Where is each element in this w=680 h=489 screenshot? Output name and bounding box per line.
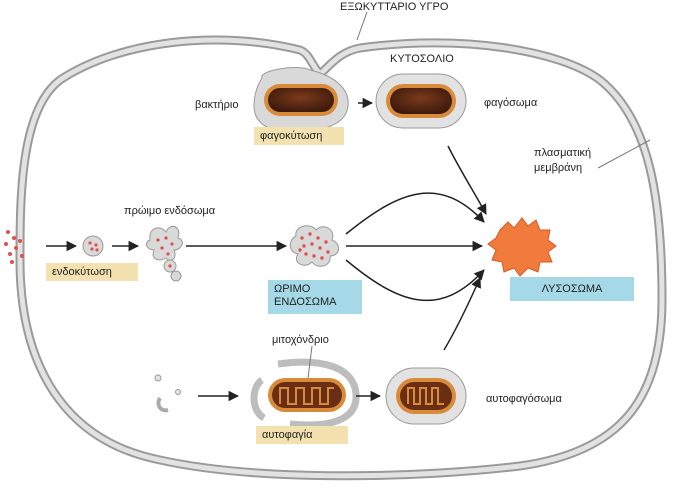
label-extracellular: ΕΞΩΚΥΤΤΑΡΙΟ ΥΓΡΟ [340,1,449,13]
mature-endosome-line2: ΕΝΔΟΣΩΜΑ [274,296,337,308]
mature-endosome [289,225,339,267]
cell-membrane-inner [17,37,665,479]
phagocytosis-vesicle [253,67,349,133]
label-early-endosome: πρώιμο ενδόσωμα [124,205,216,217]
arrow-curve-top [345,192,485,235]
label-plasma-membrane-1: πλασματική [534,147,591,159]
early-endosome [146,225,183,282]
endocytosis-particles [4,230,24,264]
plasma-membrane-pointer [597,139,651,169]
box-autophagy: αυτοφαγία [256,426,348,444]
box-phagocytosis: φαγοκύτωση [254,127,344,145]
label-phagosome: φαγόσωμα [484,97,538,109]
arrow-autophagosome-lysosome [443,277,481,351]
label-bacterium: βακτήριο [195,99,238,111]
mature-endosome-line1: ΩΡΙΜΟ [274,283,311,295]
arrow-phagosome-lysosome [447,145,487,215]
label-autophagosome: αυτοφαγόσωμα [486,393,563,405]
box-endocytosis: ενδοκύτωση [46,263,138,281]
membrane-fragments [154,374,181,413]
endocytic-vesicle [82,235,104,257]
extracellular-pointer [356,11,368,41]
label-cytosol: ΚΥΤΟΣΟΛΙΟ [390,53,454,65]
label-plasma-membrane-2: μεμβράνη [534,162,582,174]
lysosome [487,217,557,277]
label-mitochondrion: μιτοχόνδριο [272,334,329,346]
forming-autophagosome [250,358,360,429]
box-lysosome: ΛΥΣΟΣΩΜΑ [510,277,634,301]
phagosome [375,73,467,129]
mitochondrion-pointer [307,345,313,379]
arrow-curve-bottom [345,259,485,302]
autophagosome [385,367,467,425]
box-mature-endosome: ΩΡΙΜΟ ΕΝΔΟΣΩΜΑ [268,280,362,314]
